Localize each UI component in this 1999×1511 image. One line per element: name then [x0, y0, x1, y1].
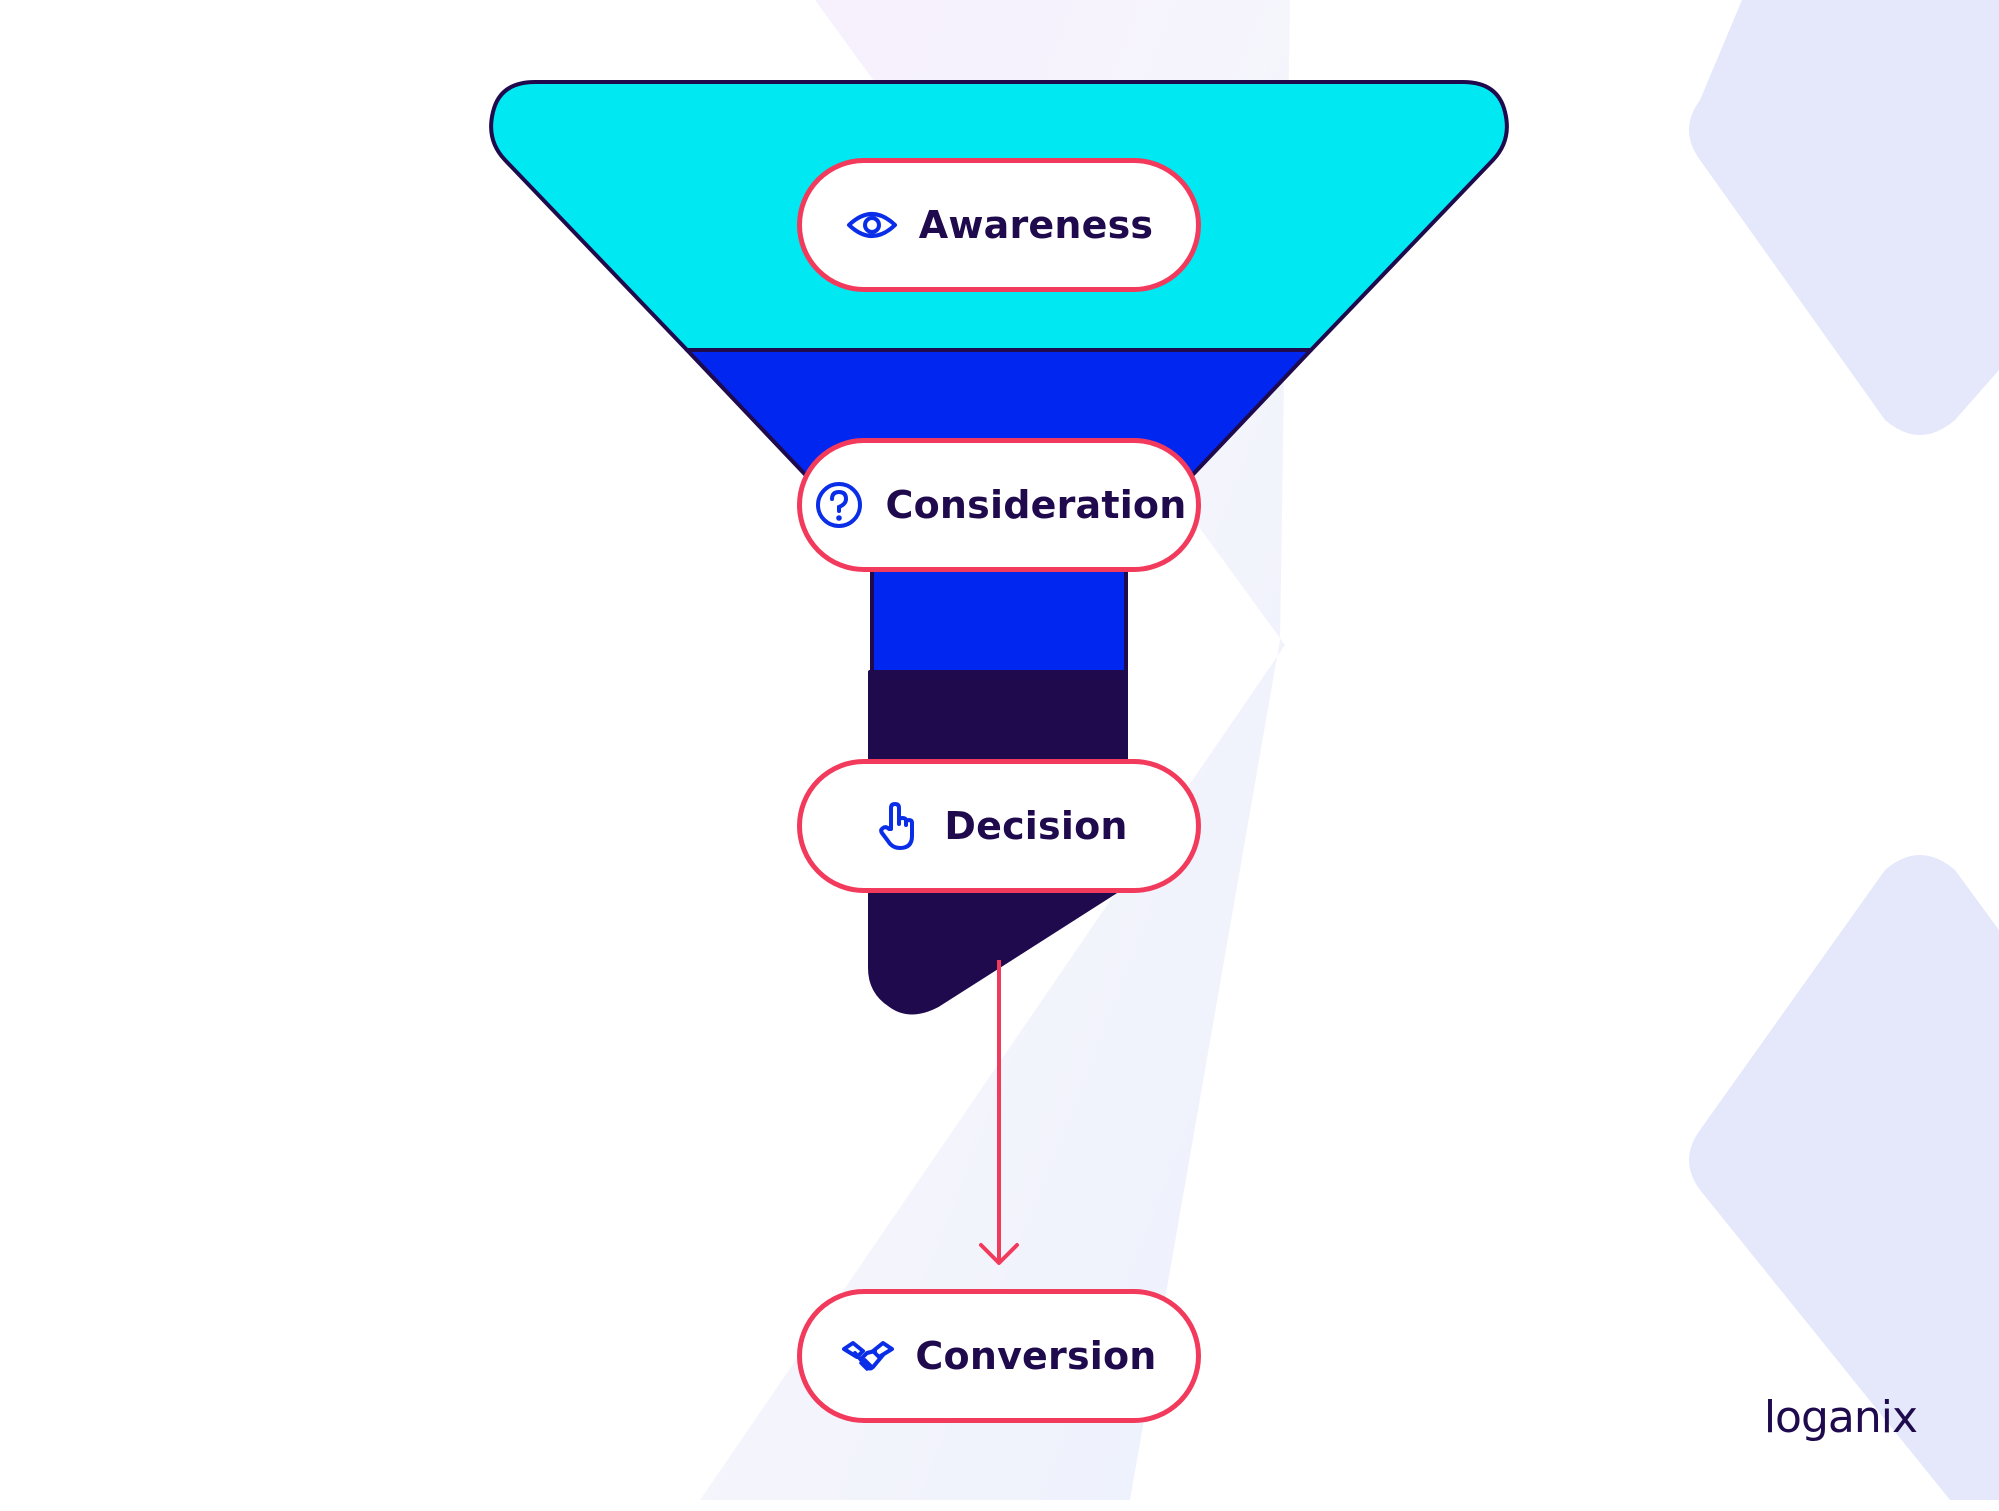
background-diamond-bottom-right	[1689, 855, 1999, 1500]
handshake-icon	[841, 1329, 895, 1383]
stage-label-conversion: Conversion	[915, 1334, 1157, 1378]
stage-label-decision: Decision	[944, 804, 1128, 848]
eye-icon	[845, 198, 899, 252]
stage-label-consideration: Consideration	[885, 483, 1187, 527]
stage-awareness: Awareness	[797, 158, 1201, 292]
pointer-hand-icon	[870, 799, 924, 853]
stage-consideration: Consideration	[797, 438, 1201, 572]
stage-conversion: Conversion	[797, 1289, 1201, 1423]
conversion-arrow-head	[979, 1243, 1019, 1265]
stage-decision: Decision	[797, 759, 1201, 893]
brand-logo: loganix	[1763, 1392, 1918, 1443]
background-diamond-top-right	[1689, 0, 1999, 435]
stage-label-awareness: Awareness	[918, 203, 1154, 247]
question-circle-icon	[812, 478, 866, 532]
